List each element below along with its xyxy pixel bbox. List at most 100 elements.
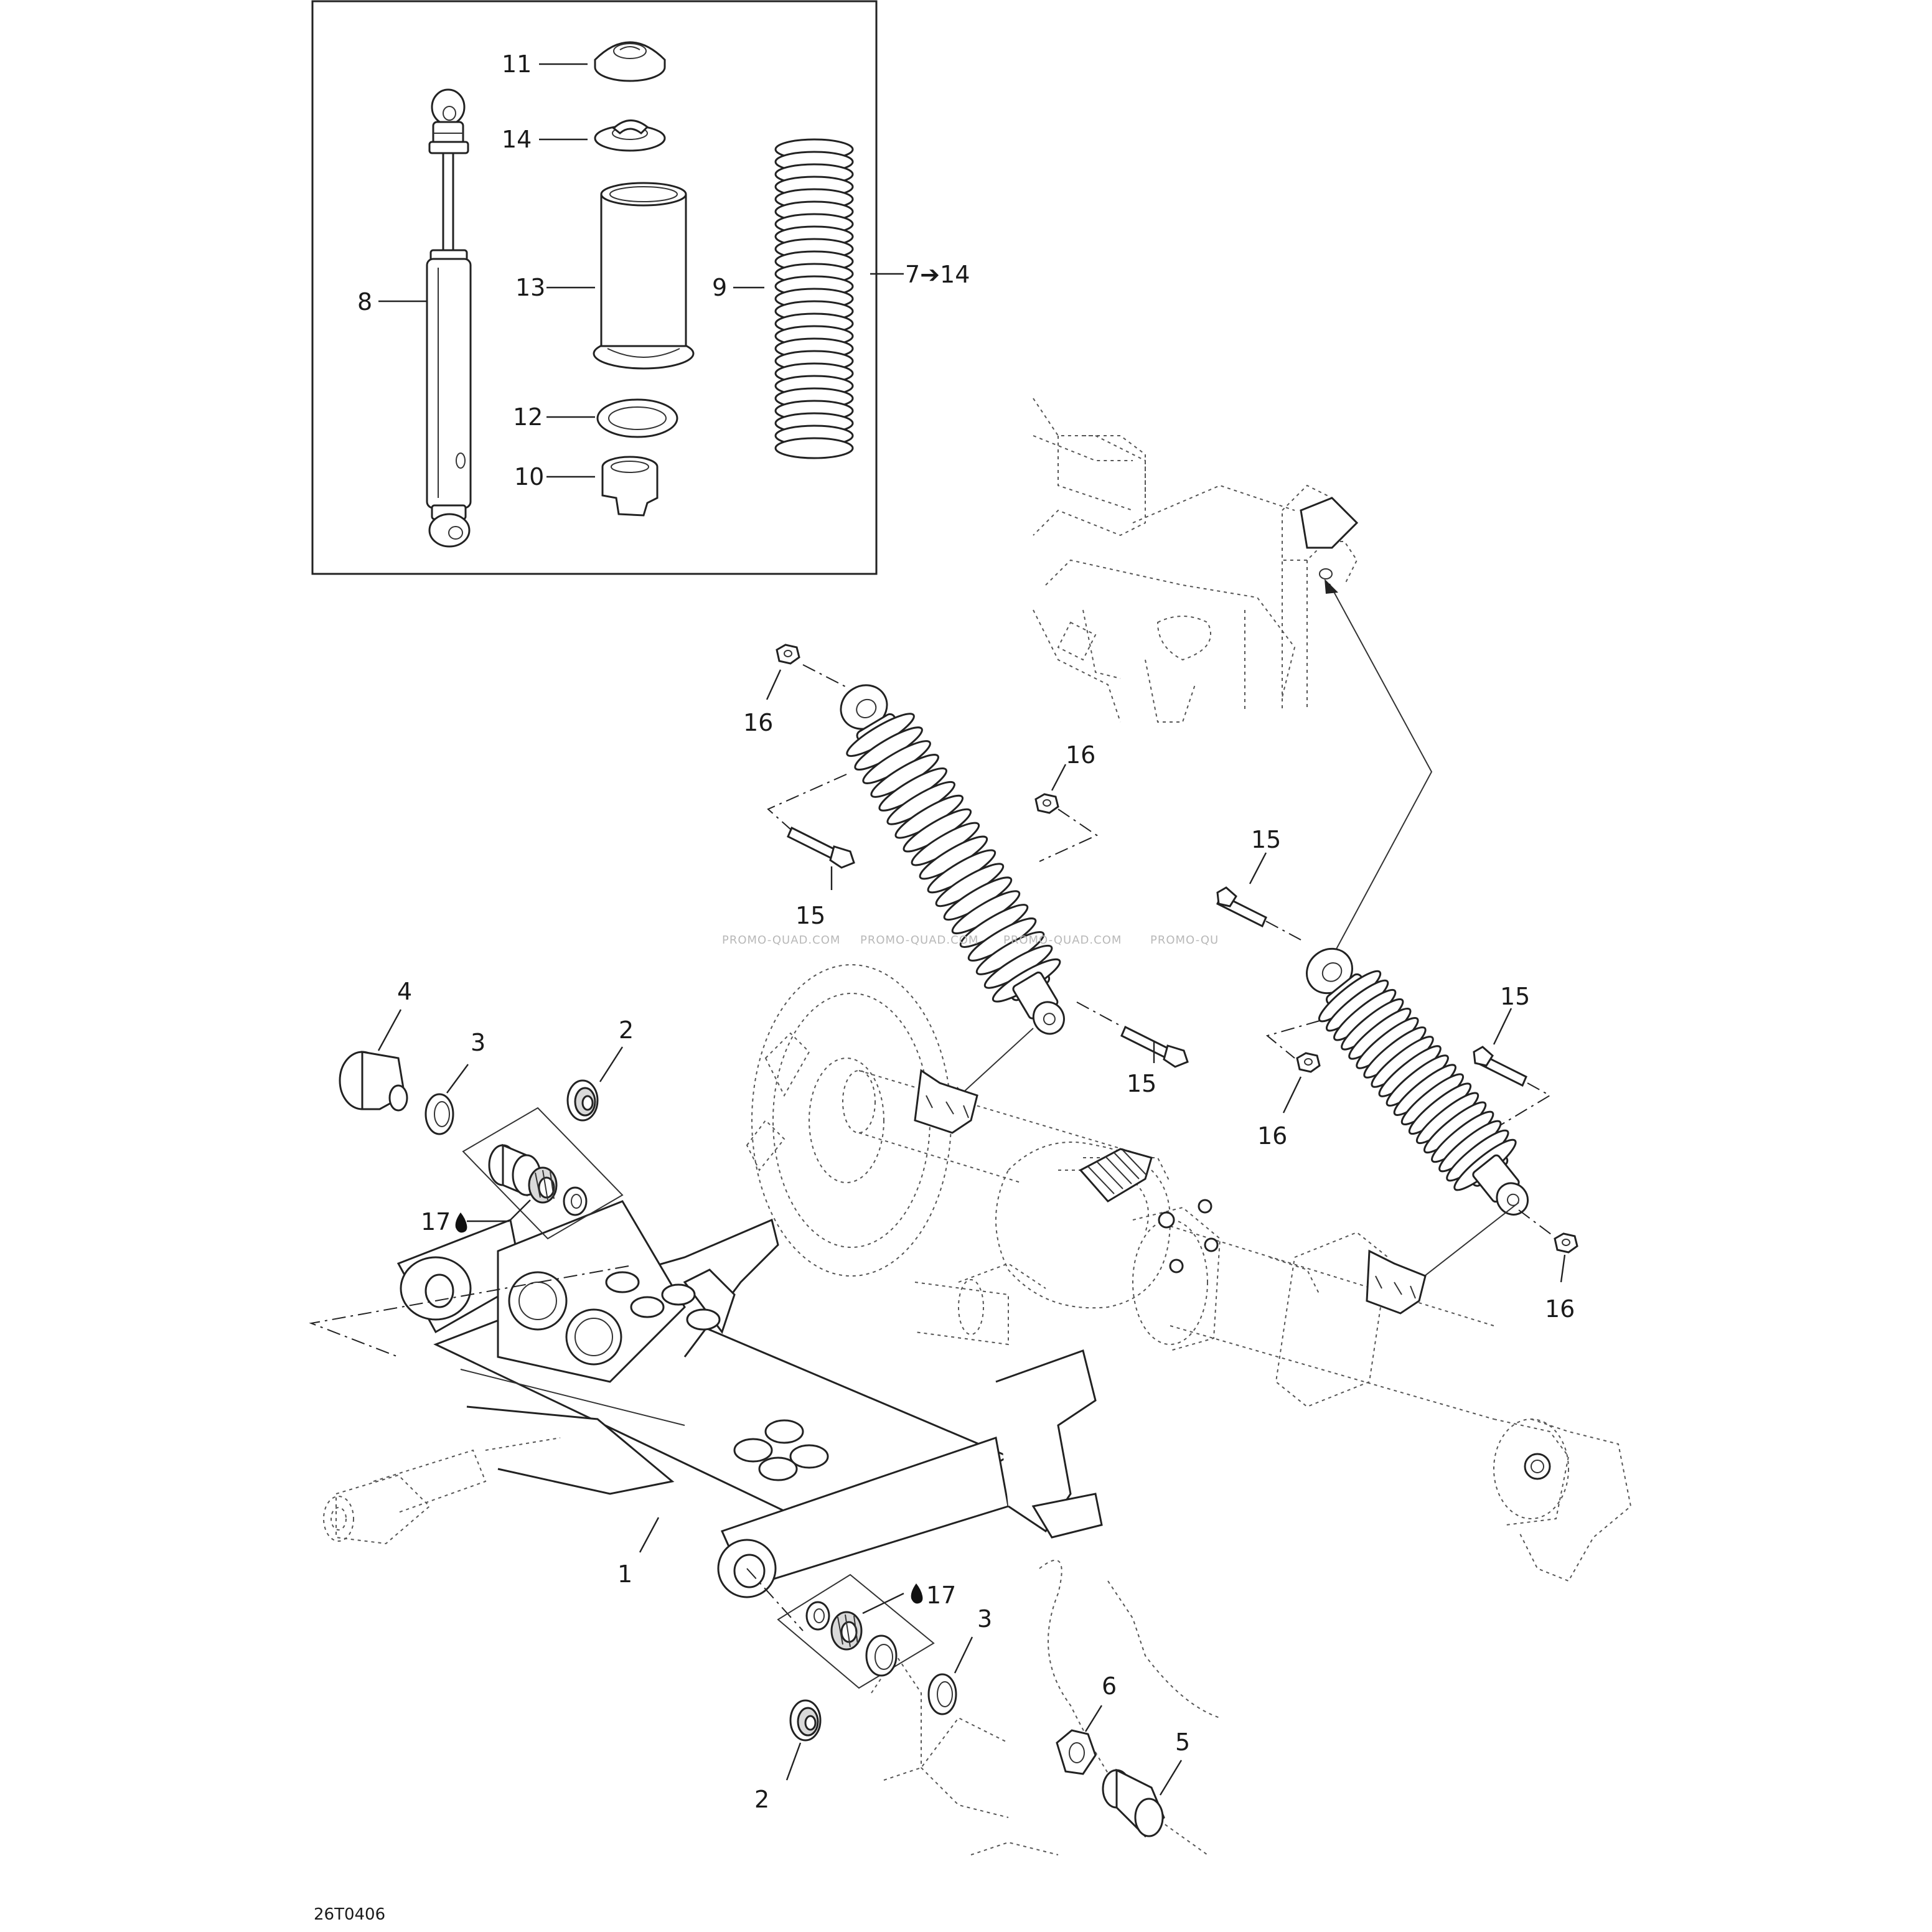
callout-7-14: 7➔14 [905, 261, 970, 288]
callout-4: 4 [397, 978, 412, 1005]
bushing-upper-small [563, 1186, 588, 1216]
callout-9: 9 [712, 274, 727, 301]
shock-bottom-eye [1032, 1001, 1065, 1035]
callout-12: 12 [513, 403, 543, 431]
leader-1 [639, 1517, 660, 1553]
arrow-right-shock [1416, 1202, 1519, 1283]
leader-16d [1560, 1254, 1566, 1283]
callout-3b: 3 [977, 1605, 992, 1633]
callout-10: 10 [514, 463, 544, 490]
axle-solid-details [914, 1069, 1551, 1480]
centerline-16d [1518, 1209, 1554, 1237]
centerline-15c [1265, 921, 1301, 940]
leader-6 [1084, 1705, 1103, 1732]
callout-11: 11 [502, 50, 532, 78]
bolt-5 [1102, 1768, 1165, 1838]
frame-bracket [1300, 497, 1359, 549]
leader-15d [1493, 1008, 1512, 1045]
oil-drop-icon-2 [911, 1583, 923, 1604]
spring-coil [774, 437, 854, 459]
rear-axle-assembly [746, 964, 1632, 1855]
leader-5 [1159, 1760, 1183, 1796]
nut-6 [1056, 1729, 1097, 1775]
centerline-front-pivot [309, 1265, 629, 1358]
callout-17a: 17 [421, 1208, 451, 1236]
shock-bottom-hole [1043, 1013, 1056, 1026]
callout-15d: 15 [1500, 983, 1530, 1010]
callout-6: 6 [1102, 1672, 1117, 1700]
leader-17b [862, 1592, 904, 1615]
callout-2a: 2 [619, 1016, 634, 1044]
nut-16b [1034, 793, 1059, 814]
bolt-15b [1120, 1025, 1189, 1068]
nut-16d [1554, 1232, 1578, 1254]
nut-16c [1296, 1052, 1321, 1073]
callout-8: 8 [357, 288, 372, 316]
bearing-cup-lower [865, 1634, 898, 1677]
driveshaft-u-joint [323, 1437, 561, 1545]
callout-15a: 15 [795, 902, 825, 929]
centerline-15d [1499, 1082, 1551, 1126]
leader-3b [954, 1636, 973, 1674]
watermark-1: PROMO-QUAD.COM [722, 934, 840, 947]
shock-absorber-8 [426, 88, 472, 548]
bearing-group-box-lower [777, 1573, 935, 1689]
callout-17b: 17 [926, 1582, 956, 1609]
seal-3a [424, 1093, 454, 1135]
callout-16a: 16 [743, 709, 773, 736]
bushing-lower-small [805, 1601, 830, 1631]
callout-16b: 16 [1066, 741, 1095, 769]
frame-bracket-hole [1319, 568, 1333, 579]
oil-drop-icon [455, 1212, 467, 1233]
leader-17a-b [509, 1199, 531, 1222]
sleeve-13 [593, 182, 695, 370]
callout-16c: 16 [1257, 1122, 1287, 1150]
leader-15c [1249, 852, 1267, 884]
callout-15c: 15 [1251, 826, 1281, 853]
leader-16c [1282, 1076, 1302, 1114]
bolt-15a [787, 826, 855, 869]
callout-16d: 16 [1545, 1295, 1575, 1323]
shock-bottom-eye [1496, 1182, 1529, 1216]
lower-seat-10 [601, 456, 659, 517]
watermark-4: PROMO-QU [1150, 934, 1219, 947]
centerline-15b [1076, 1001, 1123, 1028]
washer-12 [596, 398, 678, 438]
centerline-16b [1039, 809, 1099, 862]
callout-3a: 3 [471, 1029, 485, 1056]
leader-4 [377, 1009, 402, 1051]
swing-arm-1 [396, 1200, 1103, 1598]
inset-box [311, 0, 878, 575]
leader-16a [766, 669, 782, 700]
shock-body [1306, 947, 1529, 1216]
leader-16b [1051, 764, 1067, 791]
arrow-head-frame [1325, 579, 1338, 594]
figure-code: 26T0406 [314, 1905, 385, 1924]
coil-spring-9 [774, 138, 854, 459]
arrow-left-shock [959, 1028, 1034, 1096]
shock-absorber-left [840, 684, 1065, 1035]
centerline-16a [802, 664, 847, 688]
arrow-shock-to-frame [1324, 583, 1433, 972]
frame-section [1033, 398, 1358, 723]
callout-1: 1 [617, 1560, 632, 1588]
bearing-2a [566, 1079, 599, 1122]
callout-15b: 15 [1127, 1070, 1156, 1097]
spring-seat-11 [594, 41, 666, 82]
callout-14: 14 [502, 126, 532, 153]
shock-absorber-right [1306, 947, 1529, 1216]
callout-5: 5 [1175, 1728, 1190, 1756]
bolt-15d [1473, 1046, 1527, 1087]
leader-3a [446, 1064, 469, 1094]
callout-13: 13 [515, 274, 545, 301]
callout-2b: 2 [754, 1786, 769, 1813]
bearing-2b [789, 1699, 822, 1742]
bolt-15c [1216, 886, 1267, 928]
shock-body [840, 684, 1065, 1035]
needle-bearing-17b [830, 1611, 863, 1651]
centerline-15a [767, 774, 847, 831]
bushing-4 [339, 1051, 408, 1112]
leader-2b [785, 1742, 802, 1781]
centerline-16c [1265, 1020, 1320, 1059]
